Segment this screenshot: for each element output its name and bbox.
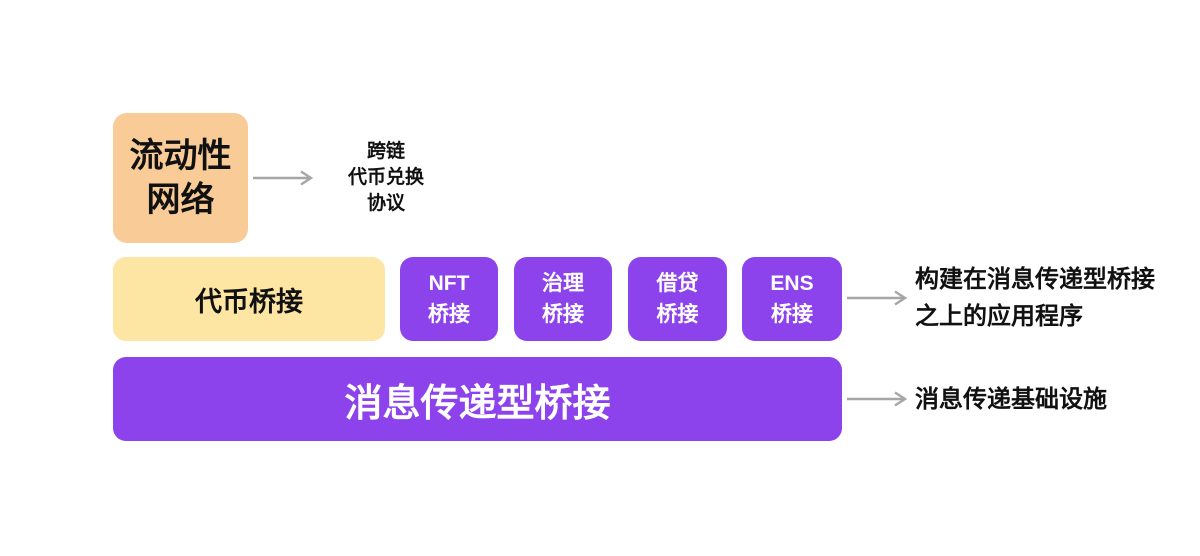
liquidity-network-box: 流动性 网络: [113, 113, 248, 243]
message-annotation: 消息传递基础设施: [915, 386, 1107, 414]
liquidity-network-label-line1: 流动性: [129, 137, 232, 175]
liquidity-annotation-line2: 代币兑换: [347, 167, 424, 188]
ens-bridge-label-line1: ENS: [770, 272, 814, 295]
governance-bridge-label-line1: 治理: [542, 272, 584, 295]
apps-annotation-line1: 构建在消息传递型桥接: [915, 266, 1155, 293]
liquidity-annotation: 跨链 代币兑换 协议: [330, 139, 442, 217]
token-bridge-box: 代币桥接: [113, 257, 385, 341]
nft-bridge-label-line2: 桥接: [428, 303, 470, 326]
ens-bridge-box: ENS 桥接: [742, 257, 842, 341]
nft-bridge-label-line1: NFT: [428, 272, 470, 295]
message-annotation-label: 消息传递基础设施: [915, 386, 1107, 413]
lending-bridge-label-line1: 借贷: [656, 272, 699, 295]
liquidity-network-label-line2: 网络: [146, 181, 215, 219]
ens-bridge-label-line2: 桥接: [771, 303, 813, 326]
message-bridge-label: 消息传递型桥接: [344, 382, 611, 425]
governance-bridge-box: 治理 桥接: [514, 257, 612, 341]
lending-bridge-box: 借贷 桥接: [628, 257, 727, 341]
lending-bridge-label-line2: 桥接: [656, 303, 699, 326]
apps-annotation: 构建在消息传递型桥接 之上的应用程序: [915, 261, 1155, 335]
governance-bridge-label-line2: 桥接: [542, 303, 584, 326]
apps-annotation-line2: 之上的应用程序: [915, 303, 1083, 330]
apps-arrow-icon: [846, 289, 912, 307]
liquidity-arrow-icon: [252, 169, 318, 187]
nft-bridge-box: NFT 桥接: [400, 257, 498, 341]
liquidity-annotation-line1: 跨链: [366, 141, 405, 162]
token-bridge-label: 代币桥接: [195, 286, 303, 317]
message-arrow-icon: [846, 390, 912, 408]
message-bridge-box: 消息传递型桥接: [113, 357, 842, 441]
liquidity-annotation-line3: 协议: [366, 193, 405, 214]
